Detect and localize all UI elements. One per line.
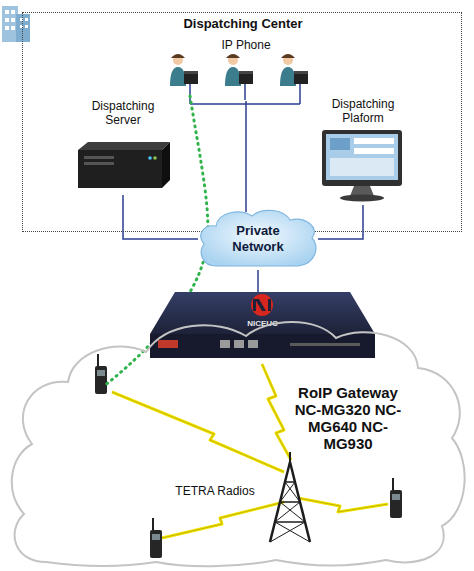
tetra-radio xyxy=(150,518,162,558)
server-node: Dispatching Server xyxy=(73,99,173,195)
phone-operator xyxy=(280,54,308,86)
node-label: TETRA Radios xyxy=(170,484,260,498)
tetra-radio xyxy=(390,478,402,518)
node-label: Dispatching Plaform xyxy=(321,97,405,125)
server-icon xyxy=(78,142,170,188)
phone-wires xyxy=(190,84,300,104)
device-part xyxy=(255,299,266,311)
device-part xyxy=(234,340,244,348)
monitor-icon xyxy=(322,130,402,202)
tetra-cloud: TETRA Radios xyxy=(6,316,468,566)
cloud-shape xyxy=(201,210,316,266)
device-part xyxy=(158,340,178,348)
device-part xyxy=(290,343,360,346)
dispatch-center-region: Dispatching Center IP PhoneDispatching Se… xyxy=(22,12,462,232)
phone-operator xyxy=(170,54,198,86)
cloud-outline xyxy=(6,316,468,566)
network-cloud: Private Network xyxy=(198,208,318,270)
network-link xyxy=(257,270,259,292)
device-part xyxy=(251,294,273,316)
platform-node: Dispatching Plaform xyxy=(313,97,413,205)
network-link xyxy=(245,101,247,212)
device-part xyxy=(268,299,271,311)
tetra-radio xyxy=(95,354,107,394)
device-part xyxy=(220,340,230,348)
node-caption: RoIP Gateway NC-MG320 NC-MG640 NC-MG930 xyxy=(292,384,404,452)
cloud-shape xyxy=(12,322,465,566)
device-part xyxy=(248,340,258,348)
network-link xyxy=(123,195,198,239)
network-link xyxy=(318,205,363,239)
device-part xyxy=(150,334,375,358)
phone-operator xyxy=(225,54,253,86)
node-label: Private Network xyxy=(218,223,298,255)
node-label: Dispatching Center xyxy=(23,16,463,32)
radio-tower xyxy=(270,452,310,542)
ip-phone-group: IP Phone xyxy=(171,37,321,101)
node-label: IP Phone xyxy=(171,38,321,52)
device-part xyxy=(253,299,256,311)
node-label: Dispatching Server xyxy=(81,99,165,127)
